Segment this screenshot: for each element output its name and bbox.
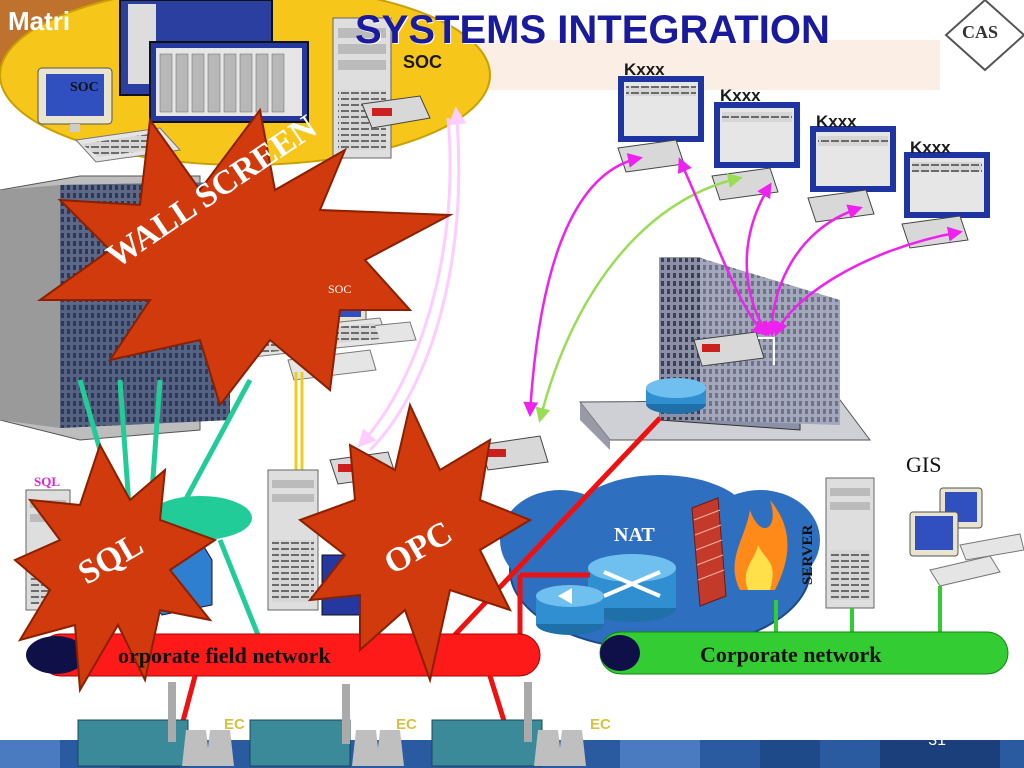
- kxxx-units: [617, 76, 990, 249]
- field-links: [523, 153, 963, 423]
- brand-logo-text: CAS: [962, 22, 999, 42]
- kxxx-label-3: Kxxx: [816, 112, 857, 131]
- corporate-network-label: Corporate network: [700, 642, 882, 667]
- soc-modem: [361, 95, 431, 129]
- fire-icon: [734, 500, 788, 590]
- corporate-field-network-label: orporate field network: [118, 643, 331, 668]
- ec-label-1: EC: [224, 716, 245, 733]
- sql-star: [13, 442, 218, 694]
- soc-workstation: [37, 67, 182, 163]
- gis-label: GIS: [906, 452, 942, 477]
- page-title: SYSTEMS INTEGRATION: [355, 8, 830, 52]
- sql-server-label: SQL: [34, 474, 61, 489]
- soc-links: [294, 106, 467, 470]
- logo-text: Matri: [8, 6, 71, 36]
- nat-router: [588, 554, 676, 622]
- server-rack: [825, 477, 875, 609]
- ec-label-2: EC: [396, 716, 417, 733]
- kxxx-label-2: Kxxx: [720, 86, 761, 105]
- soc-label: SOC: [403, 52, 443, 72]
- opc-star: [297, 401, 533, 684]
- corporate-field-network-bar: [26, 633, 541, 677]
- corporate-network-bar: [599, 631, 1009, 675]
- red-links: [448, 416, 662, 642]
- power-plants: [77, 682, 586, 767]
- soc-console-label: SOC: [328, 282, 352, 296]
- gateway-router: [536, 585, 604, 635]
- title-band: [470, 40, 940, 90]
- kxxx-label-1: Kxxx: [624, 60, 665, 79]
- ec-label-3: EC: [590, 716, 611, 733]
- soc-panels: [119, 0, 309, 123]
- brand-logo: [944, 0, 1024, 72]
- soc-server: [332, 17, 392, 159]
- nat-label: NAT: [614, 524, 655, 546]
- server-label: SERVER: [800, 524, 816, 585]
- wall-screen-star: [36, 107, 454, 408]
- page-number: 31: [928, 732, 946, 749]
- router-building: [646, 378, 706, 414]
- firewall: [691, 497, 727, 607]
- gis-workstations: [909, 487, 1024, 587]
- kxxx-label-4: Kxxx: [910, 138, 951, 157]
- soc-monitor-label: SOC: [70, 80, 99, 95]
